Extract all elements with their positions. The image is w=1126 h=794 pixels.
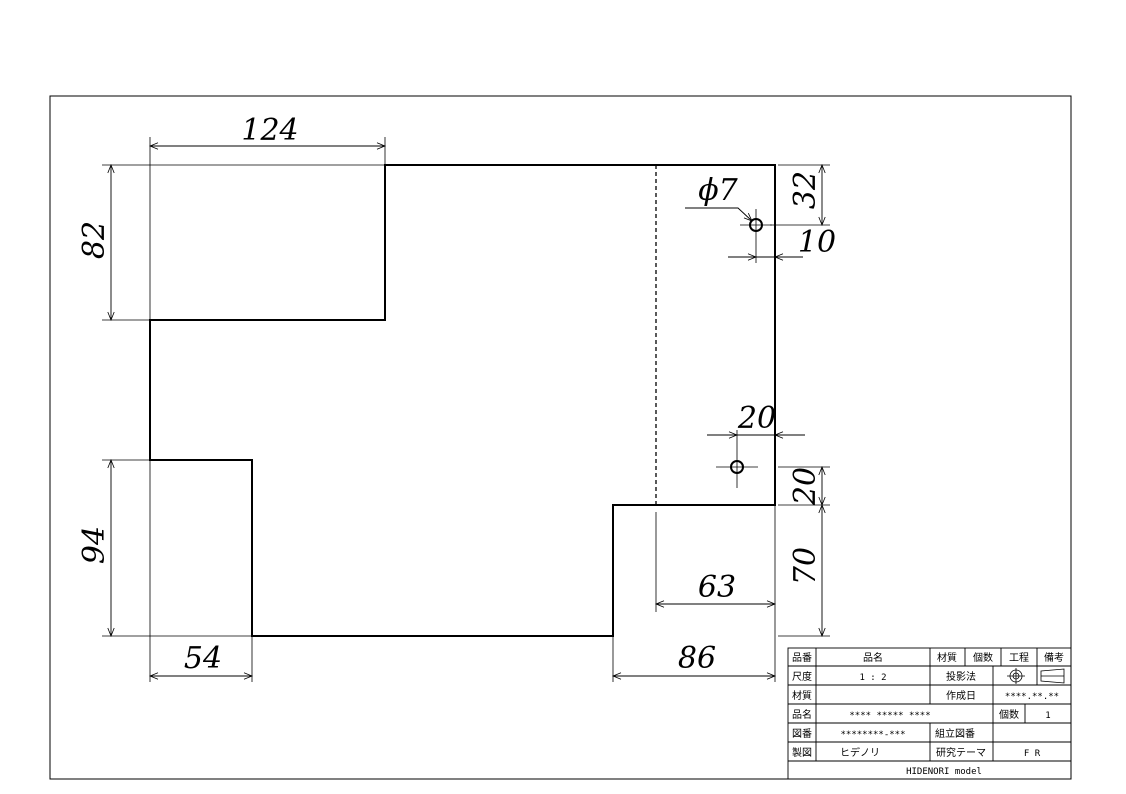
part-outline	[149, 164, 776, 637]
tb-model: HIDENORI model	[906, 767, 982, 777]
dimension-lines	[111, 146, 822, 676]
tb-drawing-no-value: ********-***	[840, 730, 905, 740]
tb-header-qty: 個数	[973, 651, 993, 664]
tb-projection-label: 投影法	[946, 670, 976, 683]
dim-left-lower: 94	[77, 526, 112, 564]
dim-bottom-left: 54	[184, 641, 222, 676]
tb-qty-label: 個数	[999, 708, 1019, 721]
dim-right-top: 32	[788, 171, 823, 209]
tb-drafter-label: 製図	[792, 746, 812, 759]
dim-bottom-right: 86	[678, 641, 716, 676]
tb-qty-value: 1	[1045, 711, 1050, 721]
title-block	[787, 647, 1072, 780]
tb-date-value: ****.**.**	[1005, 692, 1059, 702]
tb-name-label: 品名	[792, 708, 812, 721]
tb-drawing-no-label: 図番	[792, 728, 812, 740]
extension-lines	[102, 137, 830, 682]
dim-hole-diameter: ϕ7	[698, 173, 738, 208]
sheet-border	[49, 95, 1072, 780]
tb-header-remarks: 備考	[1044, 651, 1064, 664]
tb-assembly-label: 組立図番	[935, 727, 975, 740]
tb-drafter-value: ヒデノリ	[840, 746, 880, 759]
tb-header-process: 工程	[1009, 652, 1029, 664]
dim-top-width: 124	[241, 113, 298, 148]
tb-scale-label: 尺度	[792, 670, 812, 683]
dim-right-bottom: 70	[788, 547, 823, 585]
dim-left-upper: 82	[77, 221, 112, 259]
tb-scale-value: 1 : 2	[859, 673, 886, 683]
tb-date-label: 作成日	[946, 690, 976, 702]
tb-theme-label: 研究テーマ	[936, 746, 986, 759]
tb-material-label: 材質	[792, 689, 812, 702]
tb-header-part-no: 品番	[792, 652, 812, 664]
dim-right-mid: 20	[788, 467, 823, 506]
hole-lower	[716, 430, 758, 488]
tb-theme-value: F R	[1024, 749, 1041, 759]
tb-header-material: 材質	[937, 651, 957, 664]
projection-symbol-icon	[1007, 668, 1065, 684]
tb-name-value: **** ***** ****	[849, 711, 930, 721]
tb-header-part-name: 品名	[863, 651, 883, 664]
dim-hole-offset-top: 10	[798, 225, 836, 260]
dim-hole-offset-bottom: 20	[737, 401, 776, 436]
dim-inner-width: 63	[698, 570, 736, 605]
hole-upper	[740, 209, 772, 263]
